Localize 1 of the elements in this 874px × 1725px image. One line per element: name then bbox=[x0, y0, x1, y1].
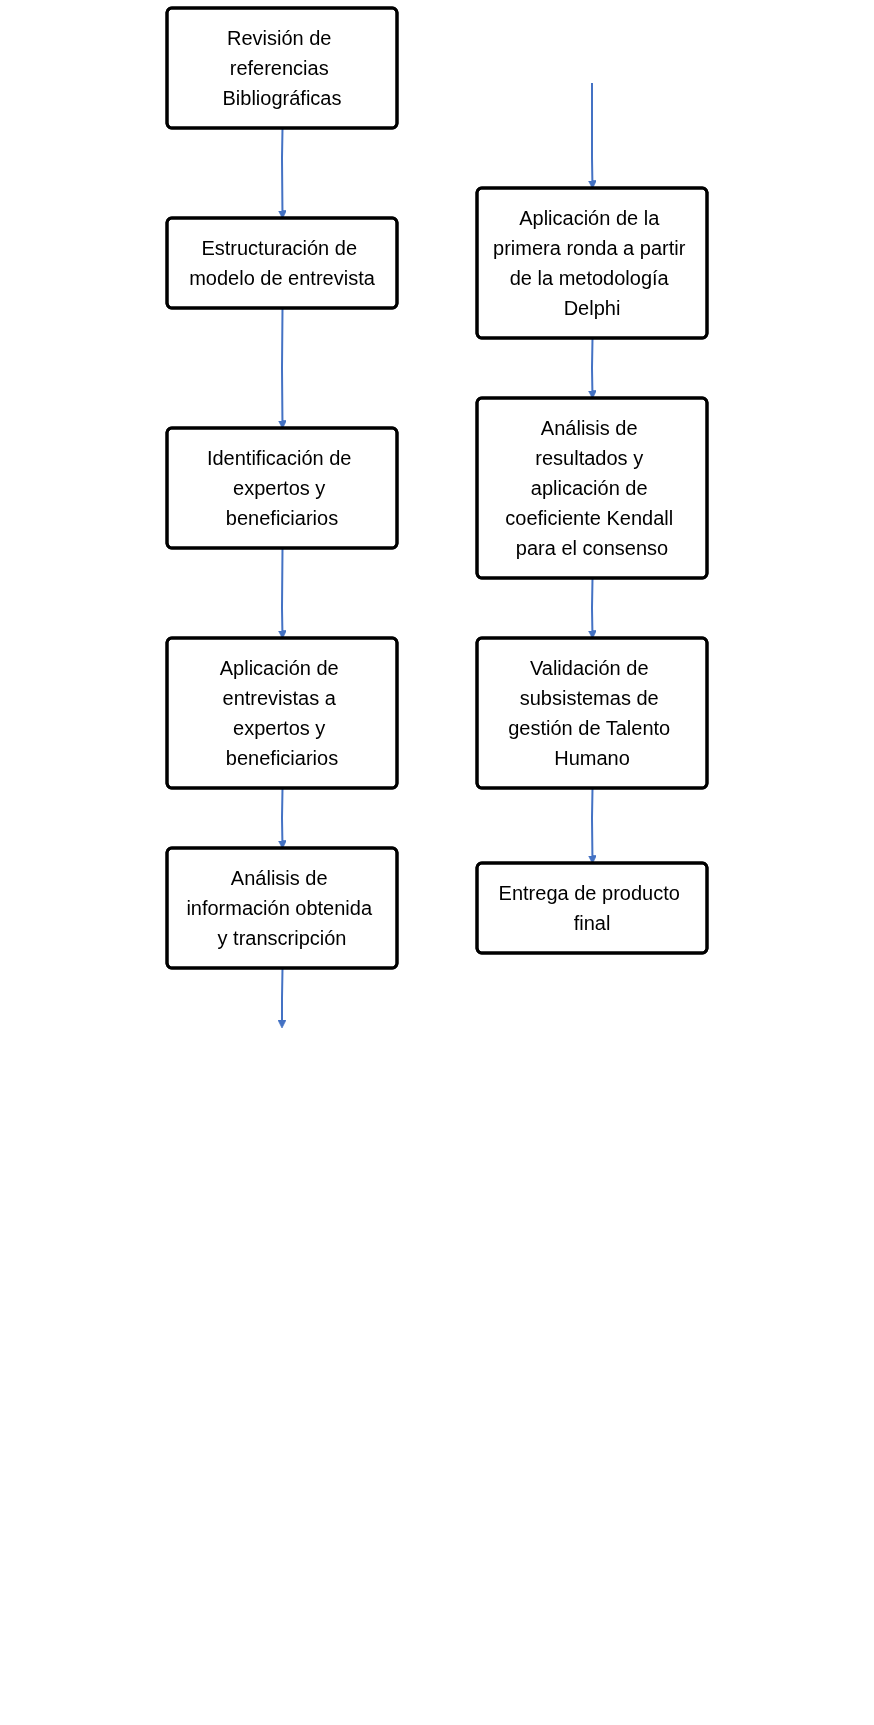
arrow bbox=[587, 82, 597, 189]
